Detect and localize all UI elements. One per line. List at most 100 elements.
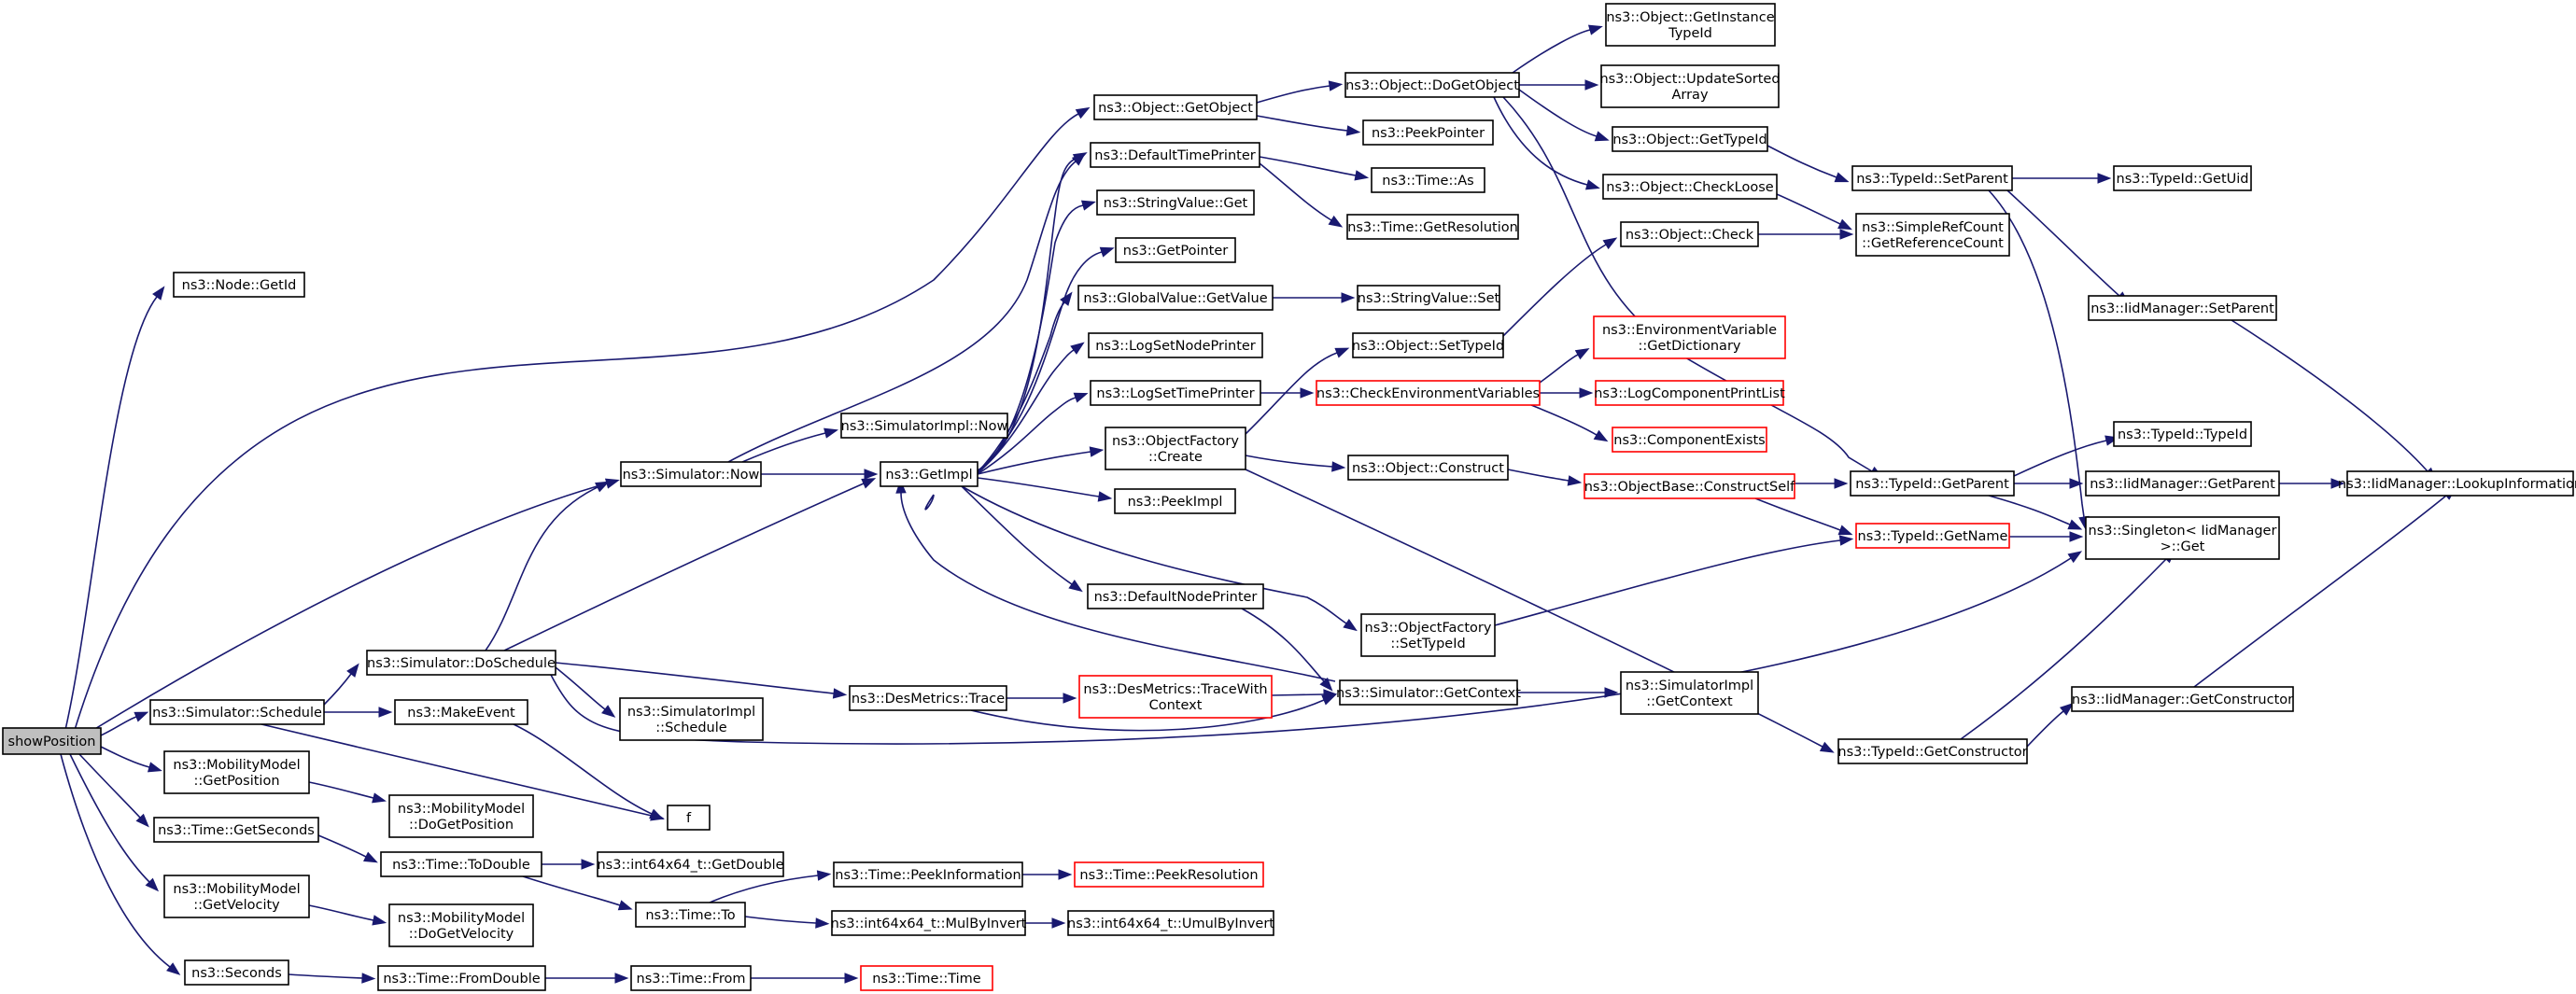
node-log-comp-print-list[interactable]: ns3::LogComponentPrintList: [1594, 380, 1785, 406]
node-get-impl[interactable]: ns3::GetImpl: [880, 461, 978, 487]
node-label: ::GetDictionary: [1639, 339, 1741, 354]
node-label: ns3::Time::From: [637, 972, 746, 987]
node-ofcreate[interactable]: ns3::ObjectFactory::Create: [1105, 427, 1246, 470]
node-gvget-value[interactable]: ns3::GlobalValue::GetValue: [1077, 285, 1274, 311]
call-edge-CheckEnvVars-to-LogCompPrintList: [1540, 387, 1594, 399]
node-label: ns3::StringValue::Set: [1358, 291, 1500, 306]
node-sim-now[interactable]: ns3::Simulator::Now: [620, 461, 762, 487]
call-edge-IidSetParent-to-IidLookupInfo: [2231, 319, 2437, 482]
node-def-time-printer[interactable]: ns3::DefaultTimePrinter: [1090, 142, 1260, 168]
node-label: ns3::IidManager::LookupInformation: [2338, 477, 2576, 492]
node-time-from[interactable]: ns3::Time::From: [630, 965, 752, 991]
node-singleton-get[interactable]: ns3::Singleton< IidManager >::Get: [2085, 516, 2280, 560]
node-time-peek-info[interactable]: ns3::Time::PeekInformation: [833, 861, 1023, 888]
node-iid-get-parent[interactable]: ns3::IidManager::GetParent: [2085, 470, 2280, 497]
node-time-get-res[interactable]: ns3::Time::GetResolution: [1346, 214, 1519, 240]
node-log-set-node-printer[interactable]: ns3::LogSetNodePrinter: [1088, 332, 1263, 358]
node-obj-construct[interactable]: ns3::Object::Construct: [1347, 455, 1509, 481]
node-mmdo-get-velocity[interactable]: ns3::MobilityModel::DoGetVelocity: [388, 903, 534, 947]
node-label: ns3::ObjectFactory: [1365, 621, 1492, 636]
node-iid-set-parent[interactable]: ns3::IidManager::SetParent: [2088, 295, 2277, 321]
node-time-time[interactable]: ns3::Time::Time: [860, 965, 993, 991]
call-edge-SimDoSchedule-to-SimNow: [485, 481, 610, 651]
node-obj-set-type-id[interactable]: ns3::Object::SetTypeId: [1352, 332, 1504, 358]
node-ofset-type-id[interactable]: ns3::ObjectFactory::SetTypeId: [1360, 613, 1496, 657]
call-edge-GetImpl-to-OFSetTypeId: [961, 485, 1358, 632]
node-check-env-vars[interactable]: ns3::CheckEnvironmentVariables: [1316, 380, 1541, 406]
node-label: ns3::TypeId::SetParent: [1856, 172, 2008, 187]
node-mmget-position[interactable]: ns3::MobilityModel::GetPosition: [163, 750, 310, 794]
node-tidget-parent[interactable]: ns3::TypeId::GetParent: [1850, 470, 2015, 497]
node-label: ns3::int64x64_t::GetDouble: [597, 858, 783, 873]
node-make-event[interactable]: ns3::MakeEvent: [394, 699, 528, 725]
node-time-from-double[interactable]: ns3::Time::FromDouble: [377, 965, 546, 991]
node-label: ::GetContext: [1646, 694, 1733, 709]
call-edge-GetImpl-to-GetPointer: [977, 246, 1115, 472]
node-seconds[interactable]: ns3::Seconds: [184, 959, 289, 986]
call-edge-showPosition-to-ObjGetObject: [74, 106, 1091, 731]
node-sim-get-context[interactable]: ns3::Simulator::GetContext: [1336, 679, 1521, 706]
call-edge-ObjDoGetObject-to-ObjCheckLoose: [1493, 96, 1600, 190]
node-label: ns3::TypeId::GetParent: [1855, 477, 2009, 492]
call-edge-GetImpl-to-LogSetNodePrinter: [977, 342, 1085, 474]
node-sim-impl-now[interactable]: ns3::SimulatorImpl::Now: [840, 413, 1008, 439]
node-peek-impl[interactable]: ns3::PeekImpl: [1114, 488, 1236, 514]
node-label: ns3::ObjectBase::ConstructSelf: [1584, 480, 1795, 495]
call-edge-TIDGetParent-to-TIDTypeId: [2013, 435, 2119, 477]
node-peek-pointer[interactable]: ns3::PeekPointer: [1362, 119, 1494, 146]
node-comp-exists[interactable]: ns3::ComponentExists: [1612, 427, 1767, 453]
node-obj-check[interactable]: ns3::Object::Check: [1620, 221, 1759, 247]
node-tidget-uid[interactable]: ns3::TypeId::GetUid: [2113, 165, 2252, 191]
node-mmdo-get-position[interactable]: ns3::MobilityModel::DoGetPosition: [388, 794, 534, 838]
node-tidget-constructor[interactable]: ns3::TypeId::GetConstructor: [1837, 738, 2028, 764]
node-label: ns3::SimulatorImpl: [627, 705, 755, 720]
node-mmget-velocity[interactable]: ns3::MobilityModel::GetVelocity: [163, 875, 310, 918]
node-label: ::DoGetVelocity: [409, 927, 514, 942]
node-str-val-get[interactable]: ns3::StringValue::Get: [1096, 189, 1255, 216]
node-show-position[interactable]: showPosition: [2, 727, 102, 755]
node-iid-get-constructor[interactable]: ns3::IidManager::GetConstructor: [2071, 686, 2294, 712]
node-str-val-set[interactable]: ns3::StringValue::Set: [1357, 285, 1500, 311]
node-des-trace[interactable]: ns3::DesMetrics::Trace: [849, 685, 1007, 711]
node-obj-do-get-object[interactable]: ns3::Object::DoGetObject: [1344, 72, 1520, 98]
node-label: ns3::MobilityModel: [173, 758, 300, 773]
node-umul-by-invert[interactable]: ns3::int64x64_t::UmulByInvert: [1067, 910, 1274, 936]
node-obconstruct-self[interactable]: ns3::ObjectBase::ConstructSelf: [1584, 473, 1795, 499]
node-time-peek-res[interactable]: ns3::Time::PeekResolution: [1074, 861, 1264, 888]
node-time-to[interactable]: ns3::Time::To: [635, 902, 746, 928]
node-tidset-parent[interactable]: ns3::TypeId::SetParent: [1851, 165, 2013, 191]
call-edge-DefTimePrinter-to-TimeAs: [1259, 156, 1370, 181]
node-mul-by-invert[interactable]: ns3::int64x64_t::MulByInvert: [831, 910, 1027, 936]
node-label: ns3::IidManager::SetParent: [2090, 301, 2274, 316]
node-obj-get-type-id[interactable]: ns3::Object::GetTypeId: [1612, 126, 1768, 152]
node-node-get-id[interactable]: ns3::Node::GetId: [173, 272, 305, 298]
node-tidget-name[interactable]: ns3::TypeId::GetName: [1855, 523, 2010, 549]
node-sim-do-schedule[interactable]: ns3::Simulator::DoSchedule: [366, 650, 556, 676]
node-get-pointer[interactable]: ns3::GetPointer: [1115, 237, 1236, 263]
node-sim-impl-get-context[interactable]: ns3::SimulatorImpl::GetContext: [1620, 671, 1759, 715]
node-def-node-printer[interactable]: ns3::DefaultNodePrinter: [1087, 583, 1264, 609]
call-edge-SimDoSchedule-to-SimImplSchedule: [555, 666, 616, 718]
node-time-as[interactable]: ns3::Time::As: [1371, 167, 1485, 193]
call-edge-TimePeekInfo-to-TimePeekRes: [1022, 869, 1073, 880]
node-sim-schedule[interactable]: ns3::Simulator::Schedule: [149, 699, 325, 725]
node-log-set-time-printer[interactable]: ns3::LogSetTimePrinter: [1090, 380, 1261, 406]
node-f[interactable]: f: [667, 805, 711, 831]
node-int64-get-double[interactable]: ns3::int64x64_t::GetDouble: [597, 851, 784, 877]
node-obj-check-loose[interactable]: ns3::Object::CheckLoose: [1602, 174, 1778, 200]
call-edge-TimeFrom-to-TimeTime: [751, 973, 859, 984]
node-time-get-seconds[interactable]: ns3::Time::GetSeconds: [153, 817, 319, 843]
node-obj-get-object[interactable]: ns3::Object::GetObject: [1093, 94, 1258, 120]
node-time-to-double[interactable]: ns3::Time::ToDouble: [380, 851, 542, 877]
node-srcget-ref-count[interactable]: ns3::SimpleRefCount::GetReferenceCount: [1855, 213, 2010, 257]
node-env-get-dict[interactable]: ns3::EnvironmentVariable::GetDictionary: [1593, 315, 1786, 359]
call-edge-SimNow-to-SimImplNow: [741, 427, 838, 463]
node-iid-lookup-info[interactable]: ns3::IidManager::LookupInformation: [2338, 470, 2576, 497]
call-edge-GetImpl-to-LogSetTimePrinter: [977, 392, 1089, 475]
call-edge-ObjCheckLoose-to-SRCGetRefCount: [1776, 193, 1852, 231]
node-tidtype-id[interactable]: ns3::TypeId::TypeId: [2113, 421, 2252, 447]
node-sim-impl-schedule[interactable]: ns3::SimulatorImpl::Schedule: [619, 697, 764, 741]
